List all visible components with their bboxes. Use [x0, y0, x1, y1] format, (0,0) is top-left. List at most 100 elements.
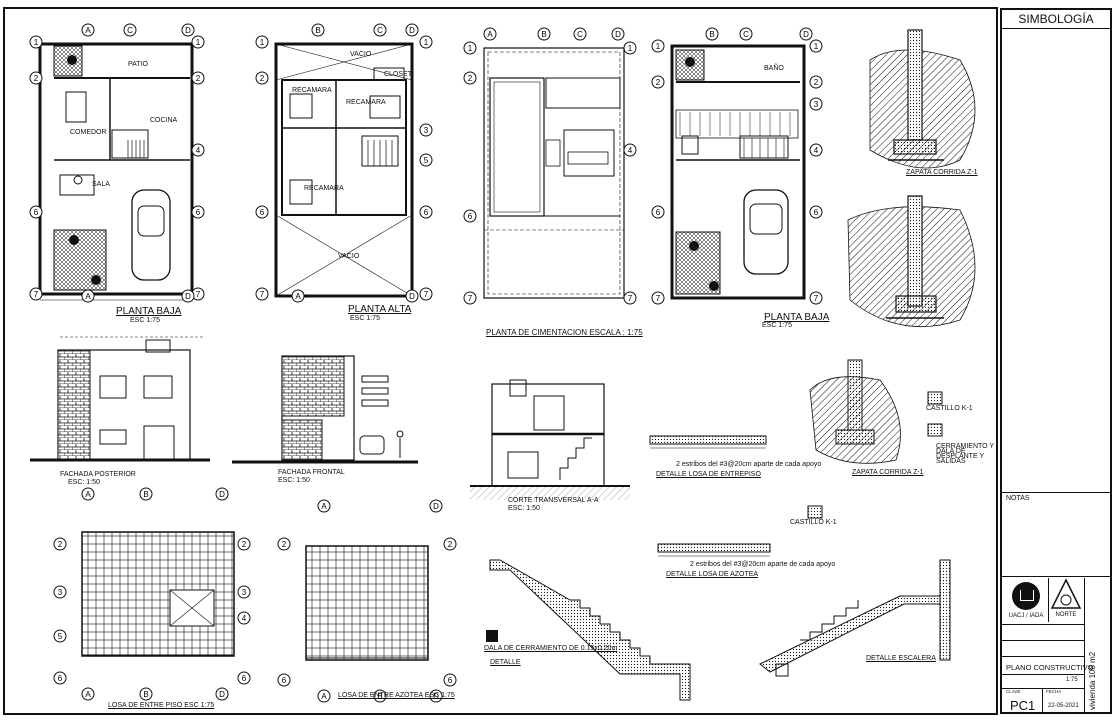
svg-text:1: 1 — [260, 38, 265, 47]
tb-date-divider — [1042, 688, 1043, 712]
svg-text:2: 2 — [282, 540, 287, 549]
svg-text:7: 7 — [424, 290, 429, 299]
svg-text:2: 2 — [196, 74, 201, 83]
castillo-label-2: CASTILLO K-1 — [926, 405, 973, 412]
varilla-note-1: 2 estribos del #3@20cm aparte de cada ap… — [676, 461, 822, 468]
fachada-frontal-scale: ESC: 1:50 — [278, 477, 310, 484]
zapata-1-label: ZAPATA CORRIDA Z-1 — [906, 169, 978, 176]
planta-baja-title: PLANTA BAJA — [116, 306, 182, 317]
room-label-recamara-1: RECAMARA — [292, 87, 332, 94]
svg-text:2: 2 — [260, 74, 265, 83]
detalle-label: DETALLE — [490, 659, 521, 666]
svg-text:1: 1 — [468, 44, 473, 53]
corte-scale: ESC: 1:50 — [508, 505, 540, 512]
tb-row-5 — [1002, 688, 1084, 689]
planta-alta-scale: ESC 1:75 — [350, 315, 380, 322]
room-label-closet: CLOSET — [384, 71, 413, 78]
svg-text:6: 6 — [242, 674, 247, 683]
losa-entrepiso-axes: A B D 2 3 5 6 2 3 4 6 A B D — [53, 487, 251, 701]
escalera-detail-left — [486, 559, 691, 701]
dala-label: DALA DE CERRAMIENTO DE 0.15x0.20m — [484, 645, 618, 652]
losa-entrepiso-title: LOSA DE ENTRE PISO ESC 1:75 — [108, 702, 215, 709]
clave-label: CLAVE — [1006, 689, 1021, 694]
project-vertical-label: vivienda 108 m2 — [1088, 651, 1097, 710]
planta-baja-scale: ESC 1:75 — [130, 317, 160, 324]
tb-row-1 — [1002, 624, 1084, 625]
svg-text:7: 7 — [196, 290, 201, 299]
svg-text:2: 2 — [242, 540, 247, 549]
svg-text:D: D — [615, 30, 621, 39]
room-label-sala: SALA — [92, 181, 110, 188]
svg-text:1: 1 — [196, 38, 201, 47]
institution-label: UACJ / IADA — [1008, 613, 1044, 619]
svg-text:2: 2 — [34, 74, 39, 83]
zapata-detail-2 — [847, 195, 976, 328]
svg-text:B: B — [315, 26, 320, 35]
fachada-frontal-title: FACHADA FRONTAL — [278, 469, 345, 476]
svg-text:A: A — [85, 690, 91, 699]
room-label-cocina: COCINA — [150, 117, 178, 124]
room-label-patio: PATIO — [128, 61, 148, 68]
svg-text:1: 1 — [34, 38, 39, 47]
svg-text:5: 5 — [58, 632, 63, 641]
losa-entrepiso-plan — [81, 531, 235, 657]
svg-text:3: 3 — [242, 588, 247, 597]
tb-vertical-divider — [1084, 578, 1085, 712]
svg-text:A: A — [85, 292, 91, 301]
corte-title: CORTE TRANSVERSAL A-A — [508, 497, 599, 504]
castillo-label-1: CASTILLO K-1 — [790, 519, 837, 526]
tb-row-2 — [1002, 640, 1084, 641]
svg-text:D: D — [433, 692, 439, 701]
svg-text:6: 6 — [468, 212, 473, 221]
svg-text:C: C — [577, 30, 583, 39]
fecha-label: FECHA — [1046, 689, 1062, 694]
norte-label: NORTE — [1055, 612, 1077, 618]
svg-text:7: 7 — [656, 294, 661, 303]
planta-baja-2-axes: B C D 1 2 6 7 1 2 3 4 6 7 — [651, 27, 823, 305]
svg-text:4: 4 — [242, 614, 247, 623]
svg-text:5: 5 — [424, 156, 429, 165]
sheet-id: PC1 — [1010, 698, 1036, 713]
svg-text:4: 4 — [628, 146, 633, 155]
cimentacion-axes: 1 2 6 7 1 4 7 A B C D — [463, 27, 637, 305]
escalera-detail-label: DETALLE ESCALERA — [866, 655, 936, 662]
zapata-corrida-section — [809, 359, 901, 464]
svg-text:7: 7 — [34, 290, 39, 299]
svg-text:D: D — [433, 502, 439, 511]
planta-baja-2-plan — [670, 44, 806, 300]
svg-text:4: 4 — [814, 146, 819, 155]
room-label-vacio-1: VACIO — [350, 51, 372, 58]
svg-text:7: 7 — [628, 294, 633, 303]
losa-azotea-axes: A D 2 6 2 6 A B D — [277, 499, 457, 703]
tb-row-3 — [1002, 656, 1084, 657]
svg-text:6: 6 — [448, 676, 453, 685]
tb-row-4 — [1002, 674, 1084, 675]
svg-text:6: 6 — [656, 208, 661, 217]
svg-text:A: A — [295, 292, 301, 301]
svg-text:A: A — [321, 502, 327, 511]
svg-text:3: 3 — [58, 588, 63, 597]
svg-text:6: 6 — [196, 208, 201, 217]
planta-alta-axes: 1 2 6 7 1 3 5 6 7 B C D A D — [255, 23, 433, 303]
svg-text:2: 2 — [58, 540, 63, 549]
svg-text:7: 7 — [814, 294, 819, 303]
svg-text:B: B — [541, 30, 546, 39]
svg-text:C: C — [377, 26, 383, 35]
plan-name: PLANO CONSTRUCTIVO — [1006, 663, 1094, 672]
svg-text:B: B — [377, 692, 382, 701]
room-label-bano: BAÑO — [764, 65, 784, 72]
uacj-logo: UACJ / IADA — [1004, 578, 1049, 622]
svg-text:1: 1 — [424, 38, 429, 47]
planta-baja-2-title: PLANTA BAJA — [764, 312, 830, 323]
planta-alta-plan — [274, 42, 414, 298]
planta-baja-axes: A C D 1 2 6 7 1 2 4 6 7 A D — [29, 23, 205, 303]
svg-text:1: 1 — [656, 42, 661, 51]
svg-text:A: A — [487, 30, 493, 39]
svg-text:D: D — [409, 26, 415, 35]
castillo-detail — [807, 391, 943, 519]
losa-entrepiso-detail-label: DETALLE LOSA DE ENTREPISO — [656, 471, 761, 478]
svg-text:D: D — [409, 292, 415, 301]
planta-baja-2-scale: ESC 1:75 — [762, 322, 792, 329]
detalle-losa-azotea — [657, 543, 771, 557]
